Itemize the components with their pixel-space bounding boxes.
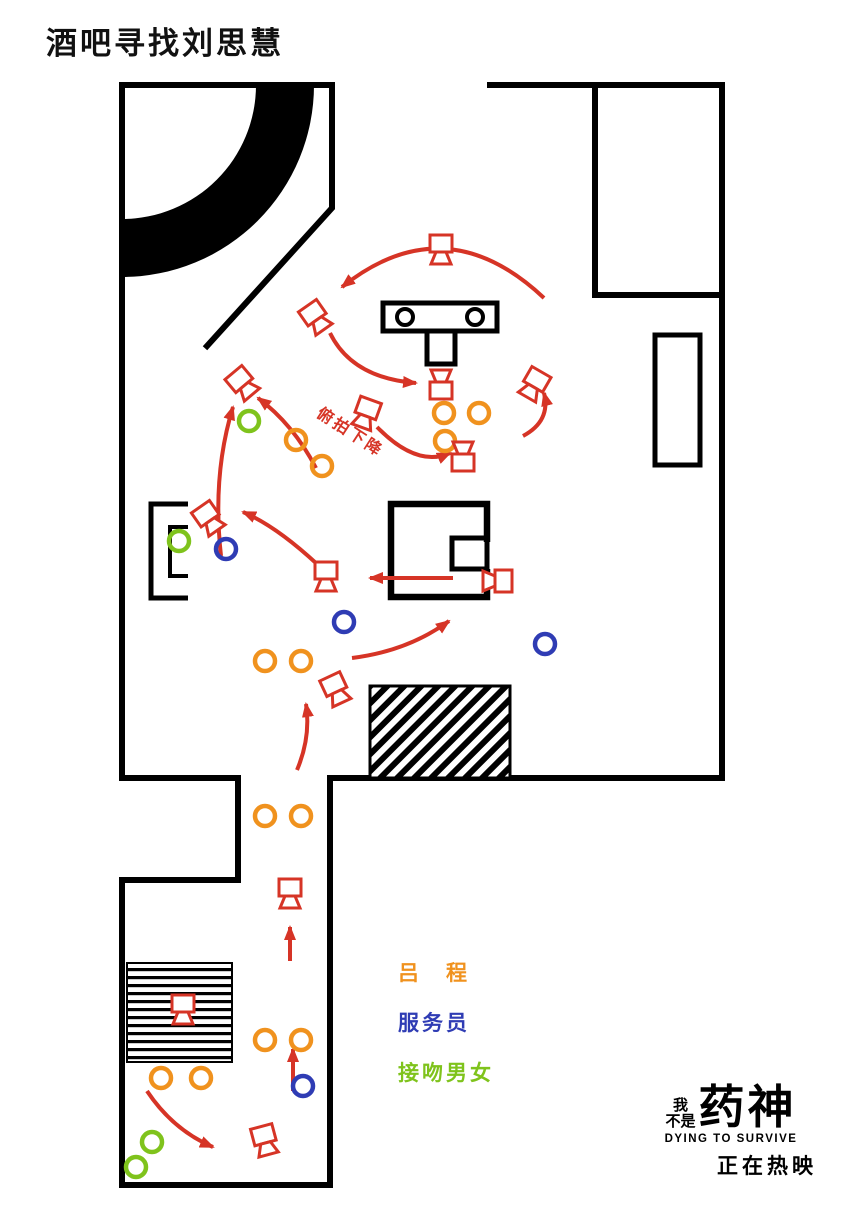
camera-icon <box>277 877 303 910</box>
legend-item-waiter: 服务员 <box>398 1012 470 1035</box>
wall-corridor-lower-room <box>119 775 333 1188</box>
camera-move-arrow <box>145 1089 215 1149</box>
wall-inner-diagonal <box>202 82 335 351</box>
camera-icon <box>248 1121 281 1160</box>
person-kissing-couple <box>123 1154 149 1180</box>
page-title: 酒吧寻找刘思慧 <box>46 26 284 61</box>
person-waiter <box>290 1073 316 1099</box>
legend: 吕 程 服务员 接吻男女 <box>398 957 494 1107</box>
person-waiter <box>213 536 239 562</box>
camera-icon <box>296 297 335 338</box>
camera-move-arrow <box>241 510 319 566</box>
dj-truss <box>380 300 500 367</box>
camera-move-arrow <box>522 391 553 438</box>
person-lu-cheng <box>288 648 314 674</box>
truss-light-left <box>395 307 415 327</box>
person-lu-cheng <box>288 1027 314 1053</box>
legend-item-lu-cheng: 吕 程 <box>398 962 470 985</box>
person-lu-cheng <box>288 803 314 829</box>
truss-stand <box>424 328 458 367</box>
camera-move-arrow <box>295 702 314 771</box>
person-lu-cheng <box>252 803 278 829</box>
camera-move-arrow <box>351 619 451 660</box>
wall-left-top <box>119 82 335 781</box>
camera-icon <box>515 364 554 405</box>
logo-char-wo: 我 <box>672 1097 688 1115</box>
camera-icon <box>317 669 354 710</box>
person-kissing-couple <box>166 528 192 554</box>
person-lu-cheng <box>252 1027 278 1053</box>
wall-top-right-room <box>592 82 725 298</box>
movie-logo-en: DYING TO SURVIVE <box>664 1132 798 1145</box>
movie-logo-cn-small: 我 不是 <box>665 1098 695 1130</box>
person-waiter <box>331 609 357 635</box>
camera-icon <box>428 233 454 266</box>
movie-logo: 我 不是 药神 DYING TO SURVIVE 正在热映 <box>645 1082 817 1180</box>
camera-icon <box>189 498 228 539</box>
person-lu-cheng <box>431 400 457 426</box>
main-stage-hatched <box>368 684 512 780</box>
diagram-markers <box>123 233 558 1180</box>
bar-counter-arc <box>122 85 314 277</box>
logo-chars-yaoshen: 药神 <box>698 1082 797 1133</box>
camera-icon <box>313 560 339 593</box>
camera-icon <box>170 993 196 1026</box>
wall-right <box>327 82 725 781</box>
movie-logo-tagline: 正在热映 <box>717 1154 817 1178</box>
person-lu-cheng <box>252 648 278 674</box>
camera-move-arrow <box>256 396 318 469</box>
camera-icon <box>450 440 476 473</box>
right-speaker <box>652 332 703 468</box>
camera-icon <box>349 394 384 433</box>
person-lu-cheng <box>466 400 492 426</box>
camera-move-arrow <box>216 405 235 557</box>
person-lu-cheng <box>148 1065 174 1091</box>
person-waiter <box>532 631 558 657</box>
person-lu-cheng <box>309 453 335 479</box>
center-booth <box>387 500 491 601</box>
movie-logo-cn: 我 不是 药神 <box>645 1082 817 1133</box>
person-kissing-couple <box>139 1129 165 1155</box>
person-lu-cheng <box>283 427 309 453</box>
person-lu-cheng <box>188 1065 214 1091</box>
camera-icon <box>481 568 514 594</box>
person-kissing-couple <box>236 408 262 434</box>
camera-move-arrow <box>375 425 452 464</box>
camera-icon <box>428 368 454 401</box>
legend-item-kissing-couple: 接吻男女 <box>398 1062 494 1085</box>
logo-chars-bushi: 不是 <box>665 1112 696 1130</box>
left-speaker <box>148 501 188 601</box>
camera-icon <box>222 363 263 404</box>
truss-light-right <box>465 307 485 327</box>
camera-move-arrow <box>328 332 418 388</box>
